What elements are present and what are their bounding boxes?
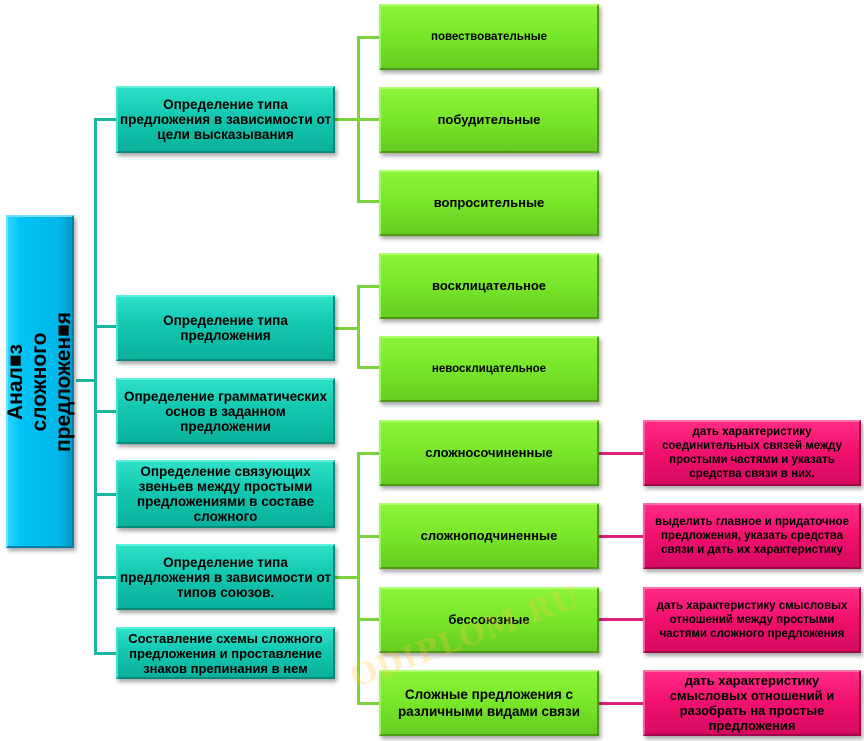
step-node: Определение типа предложения xyxy=(116,295,335,361)
action-3-connector xyxy=(599,618,644,621)
action-node: дать характеристику смысловых отношений … xyxy=(643,670,861,736)
type-node: сложноподчиненные xyxy=(379,503,599,569)
purpose-3-connector xyxy=(357,200,380,203)
type-label: бессоюзные xyxy=(448,612,530,627)
type-node: бессоюзные xyxy=(379,587,599,653)
step-node: Определение типа предложения в зависимос… xyxy=(116,86,335,153)
step-node: Определение грамматических основ в задан… xyxy=(116,378,335,444)
type-node: вопросительные xyxy=(379,170,599,236)
type-node: повествовательные xyxy=(379,4,599,70)
type-label: восклицательное xyxy=(432,278,546,293)
step-node: Составление схемы сложного предложения и… xyxy=(116,627,335,679)
action-2-connector xyxy=(599,535,644,538)
intonation-branch-connector xyxy=(335,327,360,330)
step-label: Определение типа предложения в зависимос… xyxy=(120,554,331,600)
trunk-to-step-3-connector xyxy=(94,410,117,413)
step-label: Определение связующих звеньев между прос… xyxy=(136,464,315,524)
action-label: дать характеристику смысловых отношений … xyxy=(656,600,848,640)
conjunction-2-connector xyxy=(357,535,380,538)
step-label: Определение типа предложения в зависимос… xyxy=(120,97,331,142)
trunk-to-step-6-connector xyxy=(94,652,117,655)
type-label: Сложные предложения с различными видами … xyxy=(397,687,581,719)
type-label: сложноподчиненные xyxy=(420,528,558,543)
step-node: Определение связующих звеньев между прос… xyxy=(116,460,335,528)
type-label: невосклицательное xyxy=(431,363,547,375)
step-label: Определение грамматических основ в задан… xyxy=(124,388,327,434)
action-node: дать характеристику соединительных связе… xyxy=(643,420,861,486)
purpose-1-connector xyxy=(357,36,380,39)
trunk-to-step-1-connector xyxy=(94,118,117,121)
conjunction-vertical-connector xyxy=(357,452,360,705)
type-label: побудительные xyxy=(437,112,541,127)
intonation-2-connector xyxy=(357,366,380,369)
step-label: Составление схемы сложного предложения и… xyxy=(128,630,323,676)
purpose-2-connector xyxy=(357,118,380,121)
type-node: побудительные xyxy=(379,87,599,153)
trunk-to-step-2-connector xyxy=(94,325,117,328)
conjunction-1-connector xyxy=(357,452,380,455)
conjunction-4-connector xyxy=(357,702,380,705)
trunk-to-step-5-connector xyxy=(94,576,117,579)
action-1-connector xyxy=(599,452,644,455)
root-trunk-connector xyxy=(94,118,97,654)
step-node: Определение типа предложения в зависимос… xyxy=(116,544,335,610)
type-label: сложносочиненные xyxy=(425,445,553,460)
type-node: невосклицательное xyxy=(379,336,599,402)
conjunction-branch-connector xyxy=(335,576,360,579)
conjunction-3-connector xyxy=(357,618,380,621)
action-label: выделить главное и придаточное предложен… xyxy=(655,516,849,556)
root-label: Анал■з сложного предложен■я xyxy=(4,311,76,452)
action-label: дать характеристику смысловых отношений … xyxy=(669,673,835,733)
type-node: восклицательное xyxy=(379,253,599,319)
type-label: повествовательные xyxy=(431,31,547,43)
type-node: сложносочиненные xyxy=(379,420,599,486)
action-4-connector xyxy=(599,702,644,705)
root-to-trunk-connector xyxy=(76,379,96,382)
action-node: дать характеристику смысловых отношений … xyxy=(643,587,861,653)
action-node: выделить главное и придаточное предложен… xyxy=(643,503,861,569)
type-node: Сложные предложения с различными видами … xyxy=(379,670,599,736)
root-node: Анал■з сложного предложен■я xyxy=(4,215,76,548)
action-label: дать характеристику соединительных связе… xyxy=(662,426,842,480)
step-label: Определение типа предложения xyxy=(163,313,288,343)
trunk-to-step-4-connector xyxy=(94,493,117,496)
intonation-1-connector xyxy=(357,285,380,288)
type-label: вопросительные xyxy=(433,195,545,210)
intonation-vertical-connector xyxy=(357,285,360,369)
purpose-branch-connector xyxy=(335,118,360,121)
